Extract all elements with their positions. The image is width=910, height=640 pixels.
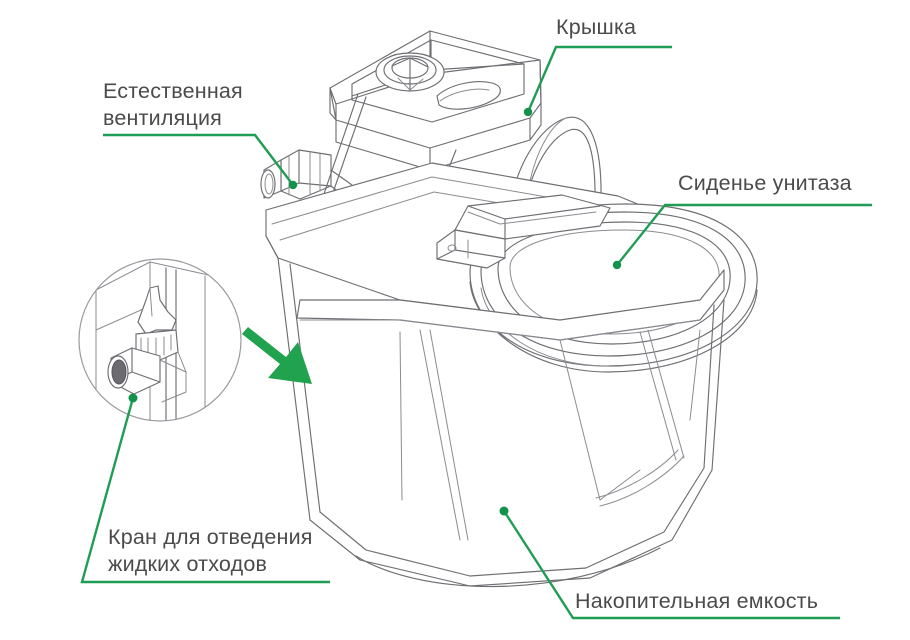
leader-tank	[499, 506, 840, 620]
toilet-line-drawing	[260, 30, 758, 588]
callout-label-ventilation: Естественная вентиляция	[103, 78, 323, 132]
callout-label-seat: Сиденье унитаза	[678, 171, 852, 195]
callout-label-valve: Кран для отведения жидких отходов	[108, 524, 368, 578]
callout-label-tank: Накопительная емкость	[575, 589, 819, 613]
upper-lid-assembly	[329, 30, 542, 171]
green-pointer-arrow	[242, 327, 312, 384]
callout-label-lid: Крышка	[556, 15, 637, 39]
leader-ventilation	[103, 133, 298, 190]
toilet-seat	[436, 194, 758, 373]
callout-label-ventilation-line1: Естественная	[103, 79, 243, 103]
callout-label-valve-line1: Кран для отведения	[108, 525, 313, 549]
leader-lid	[523, 45, 672, 117]
callout-label-ventilation-line2: вентиляция	[103, 106, 223, 130]
callout-leaders	[80, 45, 872, 620]
storage-tank-body	[277, 257, 725, 588]
leader-valve	[80, 393, 330, 584]
magnified-valve-inset	[78, 258, 242, 422]
leader-seat	[612, 203, 872, 270]
callout-label-valve-line2: жидких отходов	[108, 552, 268, 576]
